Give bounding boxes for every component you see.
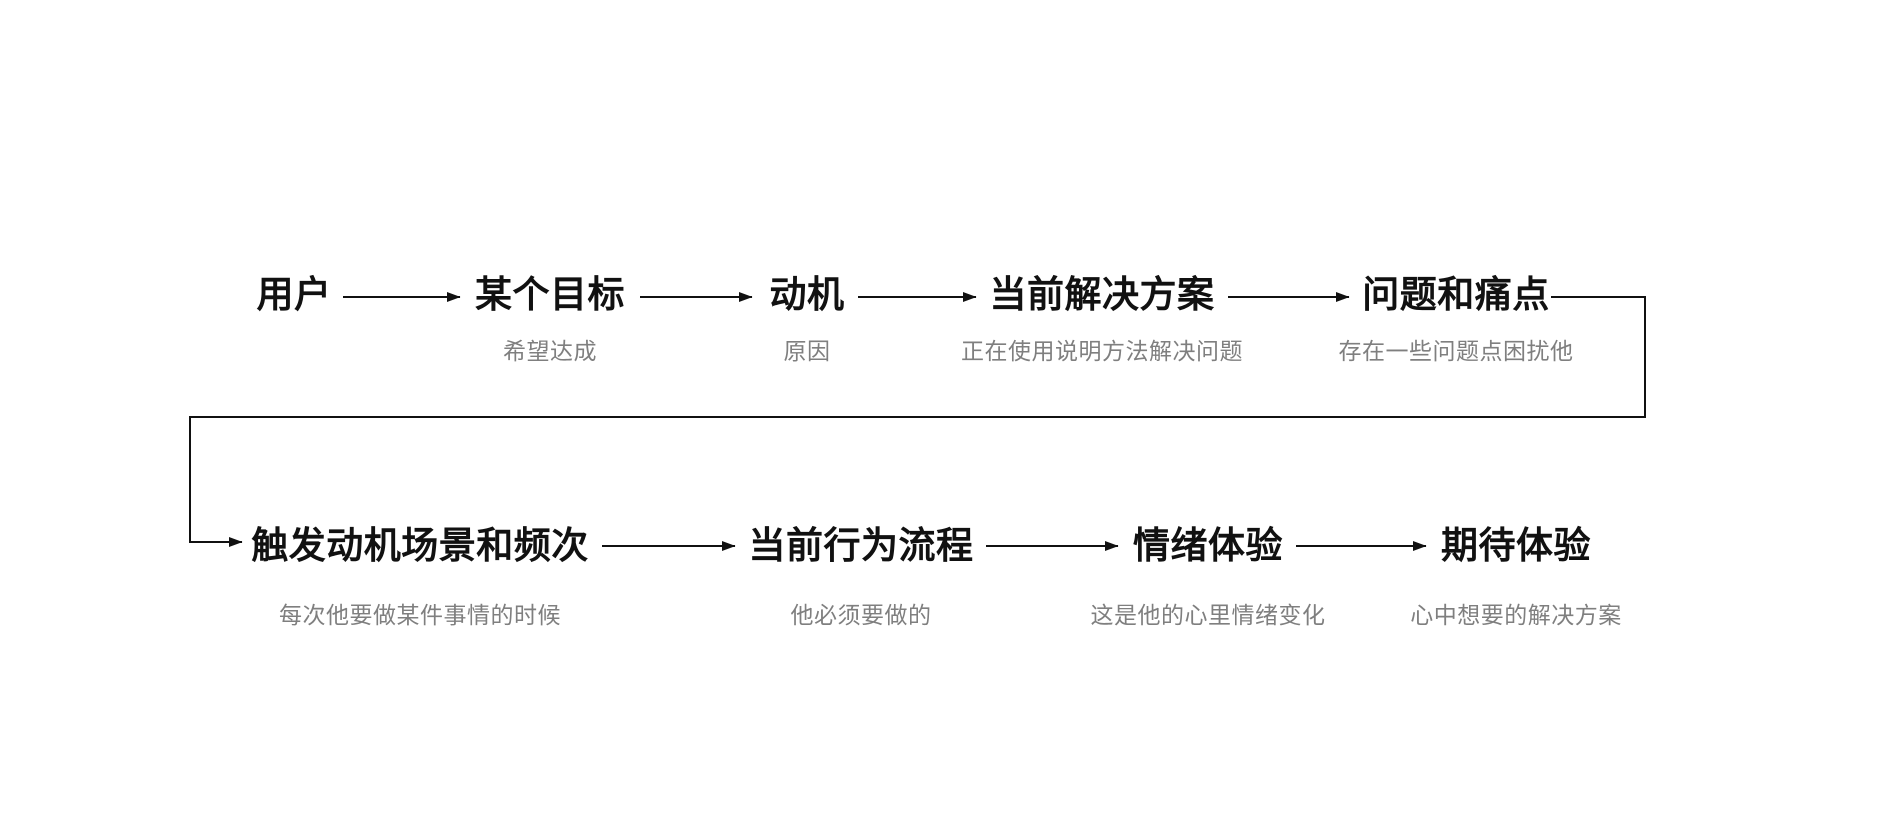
node-title-user: 用户 [256, 274, 332, 315]
flow-node-user: 用户 [257, 272, 332, 318]
node-title-pain-points: 问题和痛点 [1362, 274, 1550, 315]
node-subtitle-behavior-flow: 他必须要做的 [790, 602, 932, 628]
flow-node-trigger-scene: 触发动机场景和频次 每次他要做某件事情的时候 [251, 523, 589, 630]
node-title-motive: 动机 [769, 274, 845, 315]
node-title-expected-experience: 期待体验 [1441, 525, 1591, 566]
node-subtitle-goal: 希望达成 [503, 338, 597, 364]
node-subtitle-emotion: 这是他的心里情绪变化 [1090, 602, 1326, 628]
node-subtitle-pain-points: 存在一些问题点困扰他 [1338, 338, 1574, 364]
node-title-trigger-scene: 触发动机场景和频次 [251, 525, 589, 566]
node-subtitle-motive: 原因 [783, 338, 831, 364]
node-subtitle-expected-experience: 心中想要的解决方案 [1410, 602, 1622, 628]
flow-node-behavior-flow: 当前行为流程 他必须要做的 [749, 523, 974, 630]
flow-node-current-solution: 当前解决方案 正在使用说明方法解决问题 [961, 272, 1243, 366]
node-title-emotion: 情绪体验 [1133, 525, 1283, 566]
node-subtitle-trigger-scene: 每次他要做某件事情的时候 [279, 602, 561, 628]
flow-node-pain-points: 问题和痛点 存在一些问题点困扰他 [1339, 272, 1574, 366]
node-subtitle-current-solution: 正在使用说明方法解决问题 [961, 338, 1243, 364]
node-title-goal: 某个目标 [475, 274, 625, 315]
flow-node-motive: 动机 原因 [770, 272, 845, 366]
flow-node-goal: 某个目标 希望达成 [475, 272, 625, 366]
flow-node-emotion: 情绪体验 这是他的心里情绪变化 [1091, 523, 1326, 630]
node-title-behavior-flow: 当前行为流程 [748, 525, 974, 566]
node-title-current-solution: 当前解决方案 [989, 274, 1215, 315]
flow-node-expected-experience: 期待体验 心中想要的解决方案 [1410, 523, 1622, 630]
